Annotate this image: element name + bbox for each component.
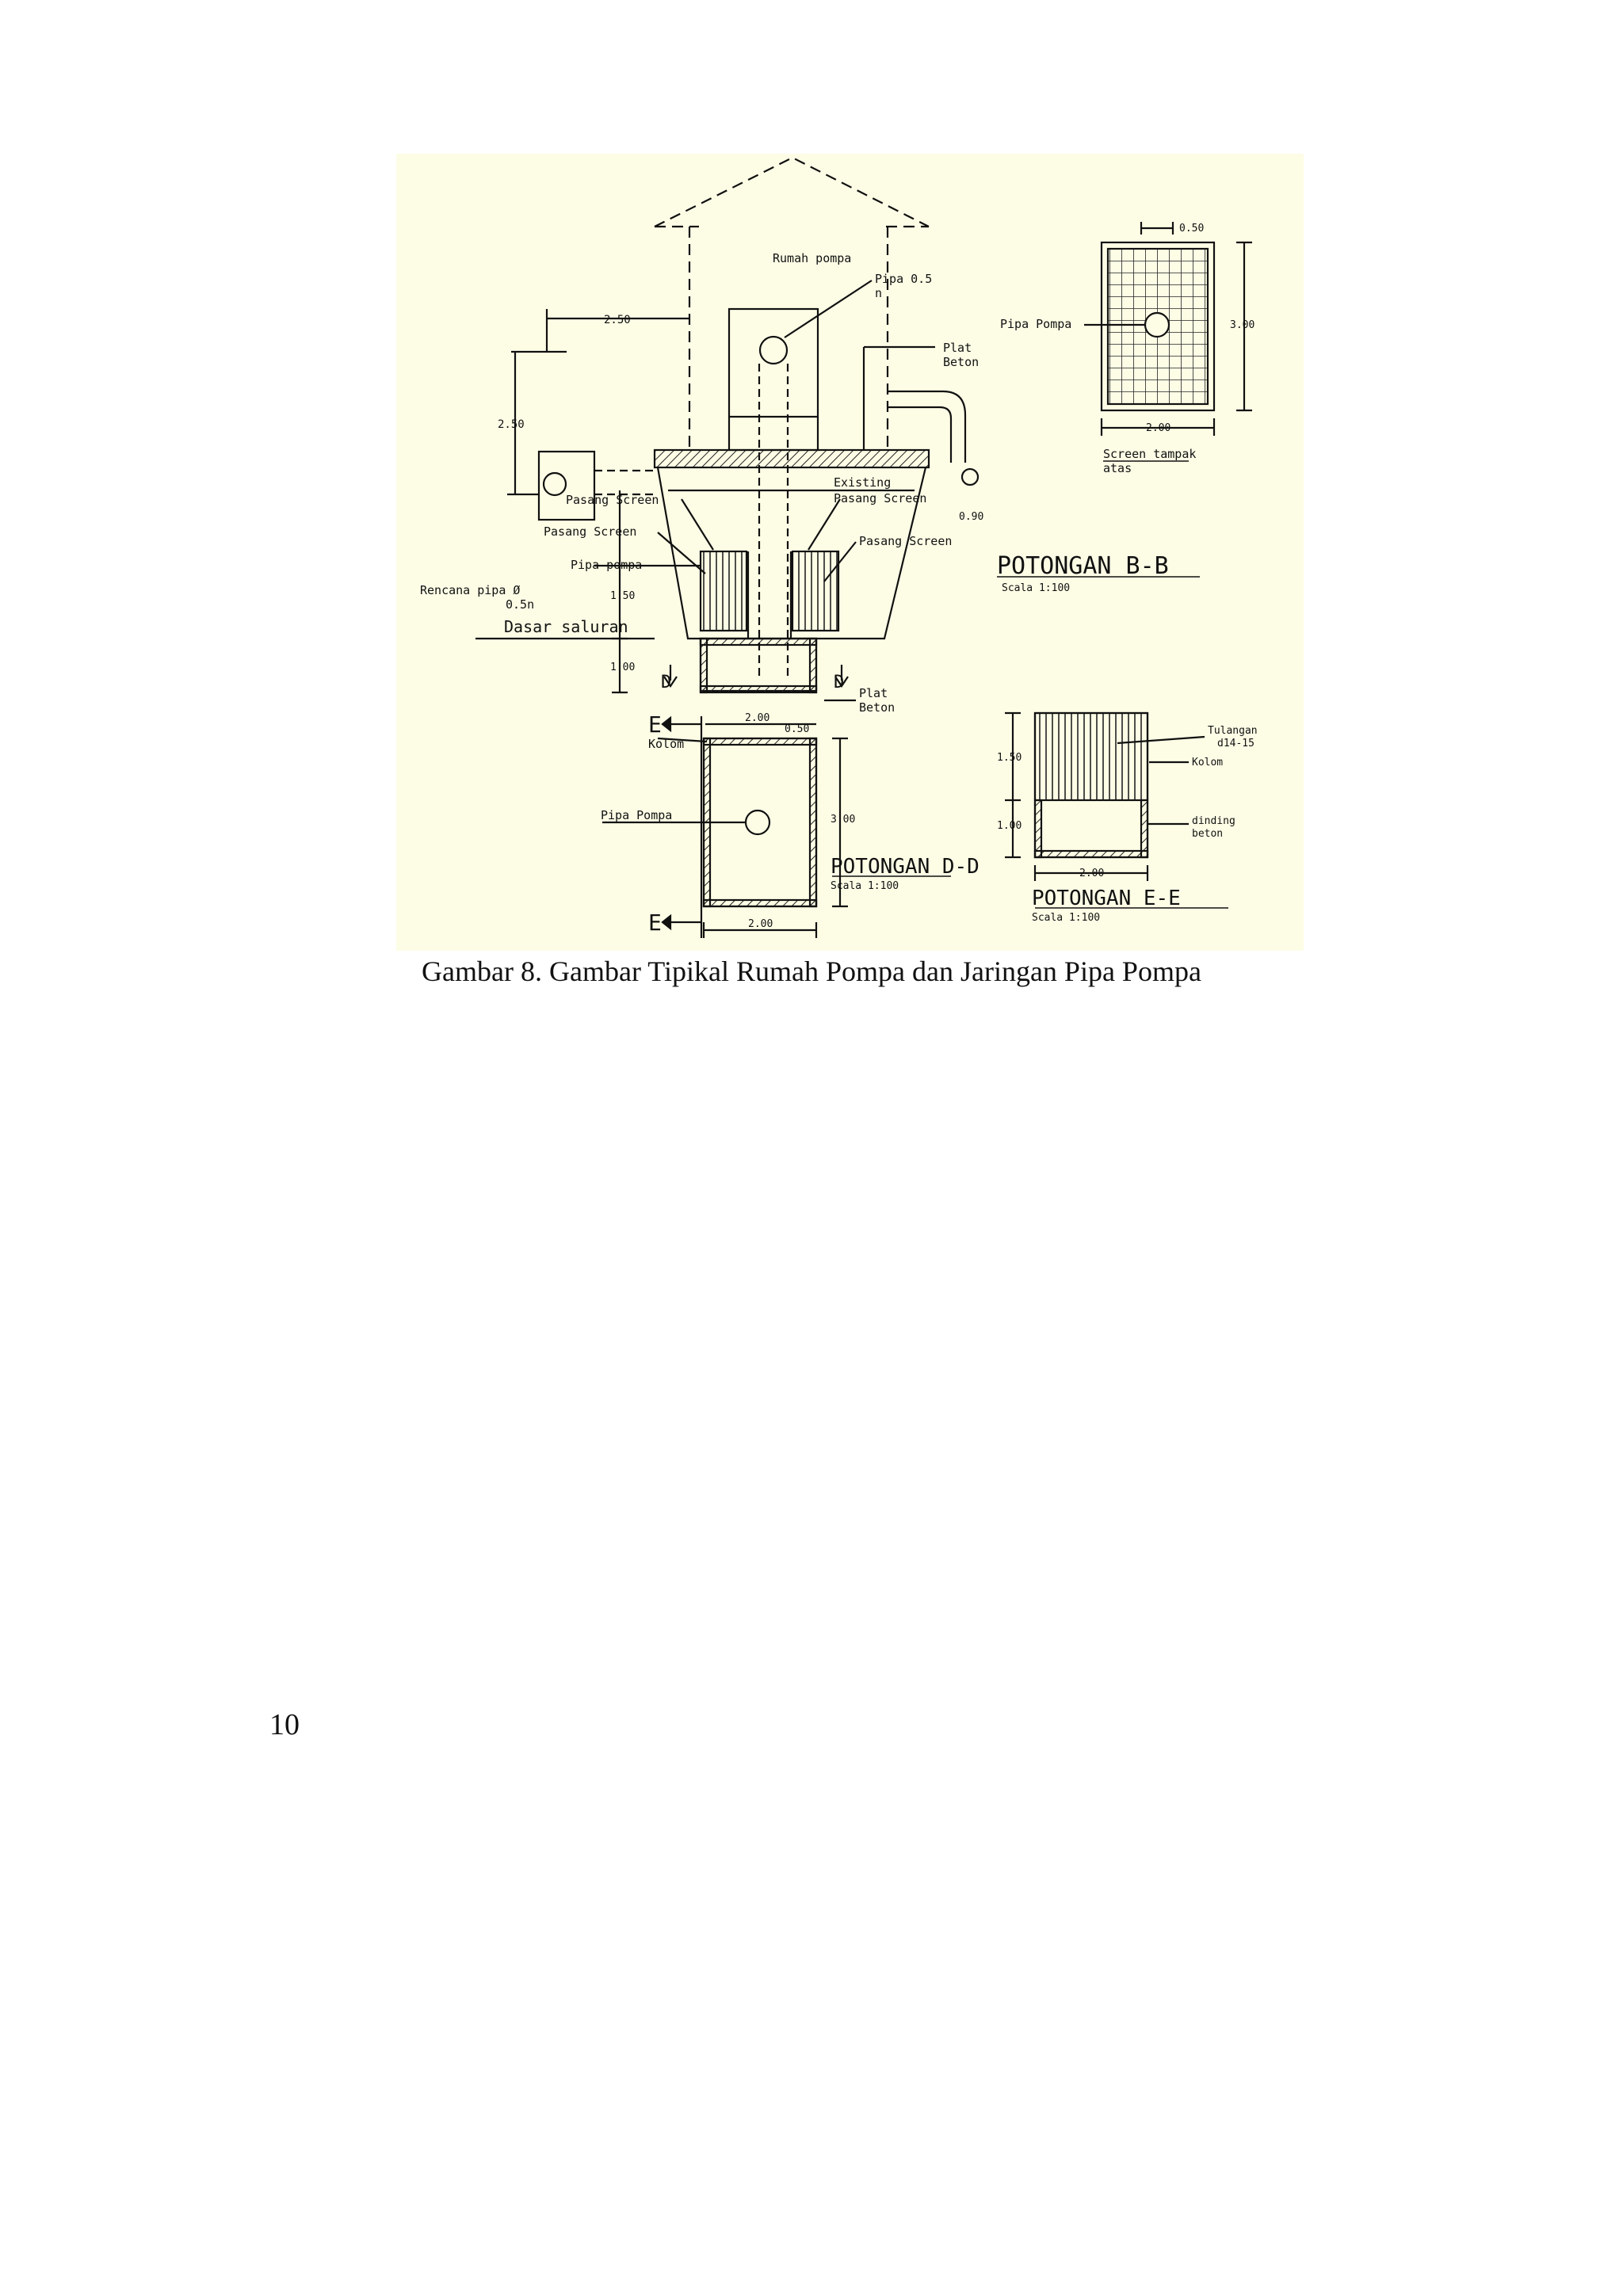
pump-house-drawing: Rumah pompa Pipa 0.5 n Plat Beton Pipa P… [396,154,1304,951]
label-screen-tampak: Screen tampak [1103,447,1196,461]
label-d-right: D [834,673,844,692]
dim-050-screen: 0.50 [1179,223,1204,235]
label-pipa-pompa-dd: Pipa Pompa [601,808,672,822]
label-pipa-05: Pipa 0.5 [875,272,932,286]
dim-300-screen: 3.00 [1230,319,1254,331]
dim-100-main: 1.00 [610,662,635,673]
label-dasar-saluran: Dasar saluran [504,617,628,636]
label-rumah-pompa: Rumah pompa [773,251,851,265]
label-pasang-screen-1: Pasang Screen [566,493,659,507]
label-plat-top: Plat [943,341,972,355]
dim-250-v: 2.50 [498,418,525,431]
section-ee-view [1005,711,1228,909]
dim-200-dd-top: 2.00 [745,712,769,724]
label-pasang-screen-4: Pasang Screen [859,534,952,548]
label-pasang-screen-2: Pasang Screen [544,524,636,539]
screen-plan-view [1084,222,1252,462]
dim-100-ee: 1.00 [997,820,1022,832]
label-d-left: D [661,673,671,692]
label-beton-ee: beton [1192,828,1223,840]
label-rencana-pipa-size: 0.5n [506,597,534,612]
label-dinding: dinding [1192,815,1235,827]
dim-150-ee: 1.50 [997,752,1022,764]
label-beton-bottom: Beton [859,700,895,715]
dim-200-ee: 2.00 [1079,868,1104,879]
dim-090: 0.90 [959,511,983,523]
label-pipa-pompa-main: Pipa pompa [571,558,642,572]
page-number: 10 [269,1708,300,1741]
label-pipa-05-unit: n [875,286,882,300]
dim-300-dd: 3.00 [831,814,855,826]
figure-caption: Gambar 8. Gambar Tipikal Rumah Pompa dan… [422,955,1201,987]
cad-drawing-svg: Rumah pompa Pipa 0.5 n Plat Beton Pipa P… [396,154,1304,951]
label-tulangan-size: d14-15 [1217,738,1254,749]
dim-050-dd: 0.50 [785,723,809,735]
title-potongan-dd: POTONGAN D-D [831,855,980,879]
label-existing: Existing [834,475,891,490]
scale-potongan-ee: Scala 1:100 [1032,912,1100,924]
label-e-bottom: E [648,910,662,936]
scale-potongan-dd: Scala 1:100 [831,880,899,892]
label-kolom-dd: Kolom [648,737,684,751]
dim-200-dd-bottom: 2.00 [748,918,773,930]
scale-potongan-bb: Scala 1:100 [1002,582,1070,594]
label-beton-top: Beton [943,355,979,369]
dim-250-h: 2.50 [604,314,631,326]
label-pipa-pompa-screen: Pipa Pompa [1000,317,1071,331]
label-tulangan: Tulangan [1208,725,1258,737]
label-kolom-ee: Kolom [1192,757,1223,769]
label-plat-bottom: Plat [859,686,888,700]
label-rencana-pipa: Rencana pipa Ø [420,583,520,597]
title-potongan-bb: POTONGAN B-B [997,552,1169,580]
section-dd-view [602,715,951,938]
dim-200-screen: 2.00 [1146,422,1170,434]
drawing-labels: Rumah pompa Pipa 0.5 n Plat Beton Pipa P… [420,223,1258,936]
label-screen-atas: atas [1103,461,1132,475]
label-pasang-screen-3: Pasang Screen [834,491,926,505]
dim-150-main: 1.50 [610,590,635,602]
title-potongan-ee: POTONGAN E-E [1032,887,1181,910]
main-section [475,156,980,702]
label-e-top: E [648,711,662,738]
